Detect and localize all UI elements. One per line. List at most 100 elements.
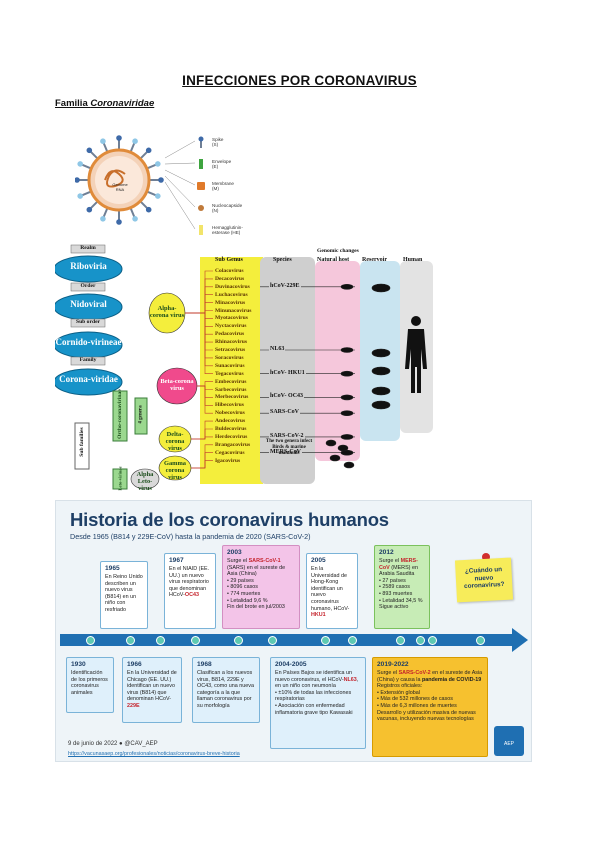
legend-leader: [164, 169, 196, 186]
legend-row: Spike (S): [196, 135, 224, 149]
rank-pill: [70, 356, 106, 366]
subgenus-item: Colacovirus: [215, 268, 244, 274]
subgenus-item: Herdecovirus: [215, 433, 248, 440]
spike-head: [77, 161, 83, 167]
subgenus-connector: [185, 312, 213, 374]
subgenus-item: Luchacovirus: [215, 291, 248, 298]
subgenus-item: Rhinacovirus: [215, 339, 248, 346]
event-year: 1930: [71, 661, 86, 668]
event-year: 1965: [105, 565, 120, 572]
coronavirus-structure-figure: Genome RNA: [74, 118, 205, 240]
legend-row: Membrane (M): [196, 179, 234, 193]
reservoir-animal-icon: [371, 366, 391, 376]
species-label: NL63: [269, 346, 286, 352]
event-year: 1967: [169, 557, 184, 564]
event-year: 2019-2022: [377, 661, 409, 668]
subgenus-item: Sunacovirus: [215, 362, 245, 369]
subgenus-item: Pedacovirus: [215, 331, 245, 338]
taxon-ortho: Ortho-coronavirinae: [117, 389, 123, 439]
rank-pill: [70, 318, 106, 328]
family-heading-prefix: Familia: [55, 98, 91, 109]
legend-leader: [164, 140, 196, 159]
envelope-protein-icon: [196, 158, 206, 170]
legend-label: Envelope (E): [212, 159, 232, 169]
legend-leader: [164, 162, 196, 165]
bird-icon: [343, 461, 355, 469]
genomic-changes-header: Genomic changes: [317, 248, 359, 254]
timeline-dot: [348, 636, 357, 645]
subgenus-connector: [197, 385, 213, 414]
spike-head: [100, 216, 106, 222]
subgenus-item: Myotacovirus: [215, 315, 248, 322]
timeline-dot: [476, 636, 485, 645]
subgenus-item: Igacovirus: [215, 457, 241, 464]
pushpin-icon: [482, 553, 490, 561]
genome-label: Genome RNA: [112, 182, 128, 192]
event-year: 1968: [197, 661, 212, 668]
species-label: hCoV- HKU1: [269, 369, 306, 376]
subfamilies-box: [74, 422, 90, 470]
virus-name: HKU1: [311, 612, 326, 619]
virus-name: MERS-CoV: [379, 558, 418, 571]
bat-icon: [340, 370, 354, 377]
taxon-delta: Delta-corona virus: [165, 431, 185, 452]
taxon-family: Corona-viridae: [59, 374, 118, 384]
bat-icon: [340, 410, 354, 416]
reservoir-animal-icon: [371, 283, 391, 293]
species-label: SARS-CoV: [269, 409, 301, 416]
bird-icon: [337, 444, 349, 452]
historia-coronavirus-infographic: Historia de los coronavirus humanos Desd…: [55, 500, 532, 762]
two-genera-note: The two genera infect Birds & marine mam…: [265, 439, 313, 456]
taxon-alphaleto: Alpha Leto-virus: [136, 471, 154, 492]
timeline-dot: [191, 636, 200, 645]
event-year: 2004-2005: [275, 661, 307, 668]
reservoir-animal-icon: [371, 386, 391, 396]
bird-icon: [325, 439, 337, 447]
subgenus-item: Decacovirus: [215, 275, 245, 282]
family-heading: Familia Coronaviridae: [55, 98, 154, 109]
timeline-dot: [86, 636, 95, 645]
sticky-note: ¿Cuándo un nuevo coronavirus?: [454, 557, 514, 603]
timeline-dot: [428, 636, 437, 645]
timeline-dot: [268, 636, 277, 645]
virus-name: NL63: [343, 676, 357, 683]
spike-head: [132, 138, 138, 144]
aep-logo-text: AEP: [503, 741, 514, 747]
spike-head: [145, 147, 152, 154]
species-label: MERS-CoV: [269, 448, 302, 455]
family-heading-italic: Coronaviridae: [90, 98, 155, 109]
virus-name: OC43: [184, 592, 199, 599]
virion-illustration: [74, 135, 196, 230]
species-header: Species: [273, 257, 292, 263]
four-genera-box: [134, 397, 148, 435]
bird-icon: [329, 454, 341, 462]
history-subtitle: Desde 1965 (B814 y 229E-CoV) hasta la pa…: [70, 532, 311, 541]
spike-head: [116, 219, 122, 225]
rank-label-suborder: Sub order: [75, 318, 101, 325]
subgenus-connector: [191, 436, 213, 440]
spike-head: [132, 216, 138, 222]
subgenus-item: Hibecovirus: [215, 402, 244, 409]
species-label: hCoV- OC43: [269, 393, 305, 400]
reservoir-animal-icon: [371, 400, 391, 410]
spike-head: [155, 193, 161, 199]
rank-pill: [70, 282, 106, 292]
rank-label-order: Order: [80, 282, 96, 289]
subgenus-item: Minunacovirus: [215, 307, 252, 314]
reservoir-animal-icon: [371, 348, 391, 358]
reservoir-header: Reservoir: [362, 257, 387, 263]
legend-leader: [164, 175, 196, 208]
history-link[interactable]: https://vacunasaep.org/profesionales/not…: [68, 751, 240, 757]
spike-head: [86, 206, 93, 213]
bat-icon: [340, 394, 354, 401]
subgenus-item: Minacovirus: [215, 299, 246, 306]
subgenus-item: Soracovirus: [215, 354, 244, 361]
